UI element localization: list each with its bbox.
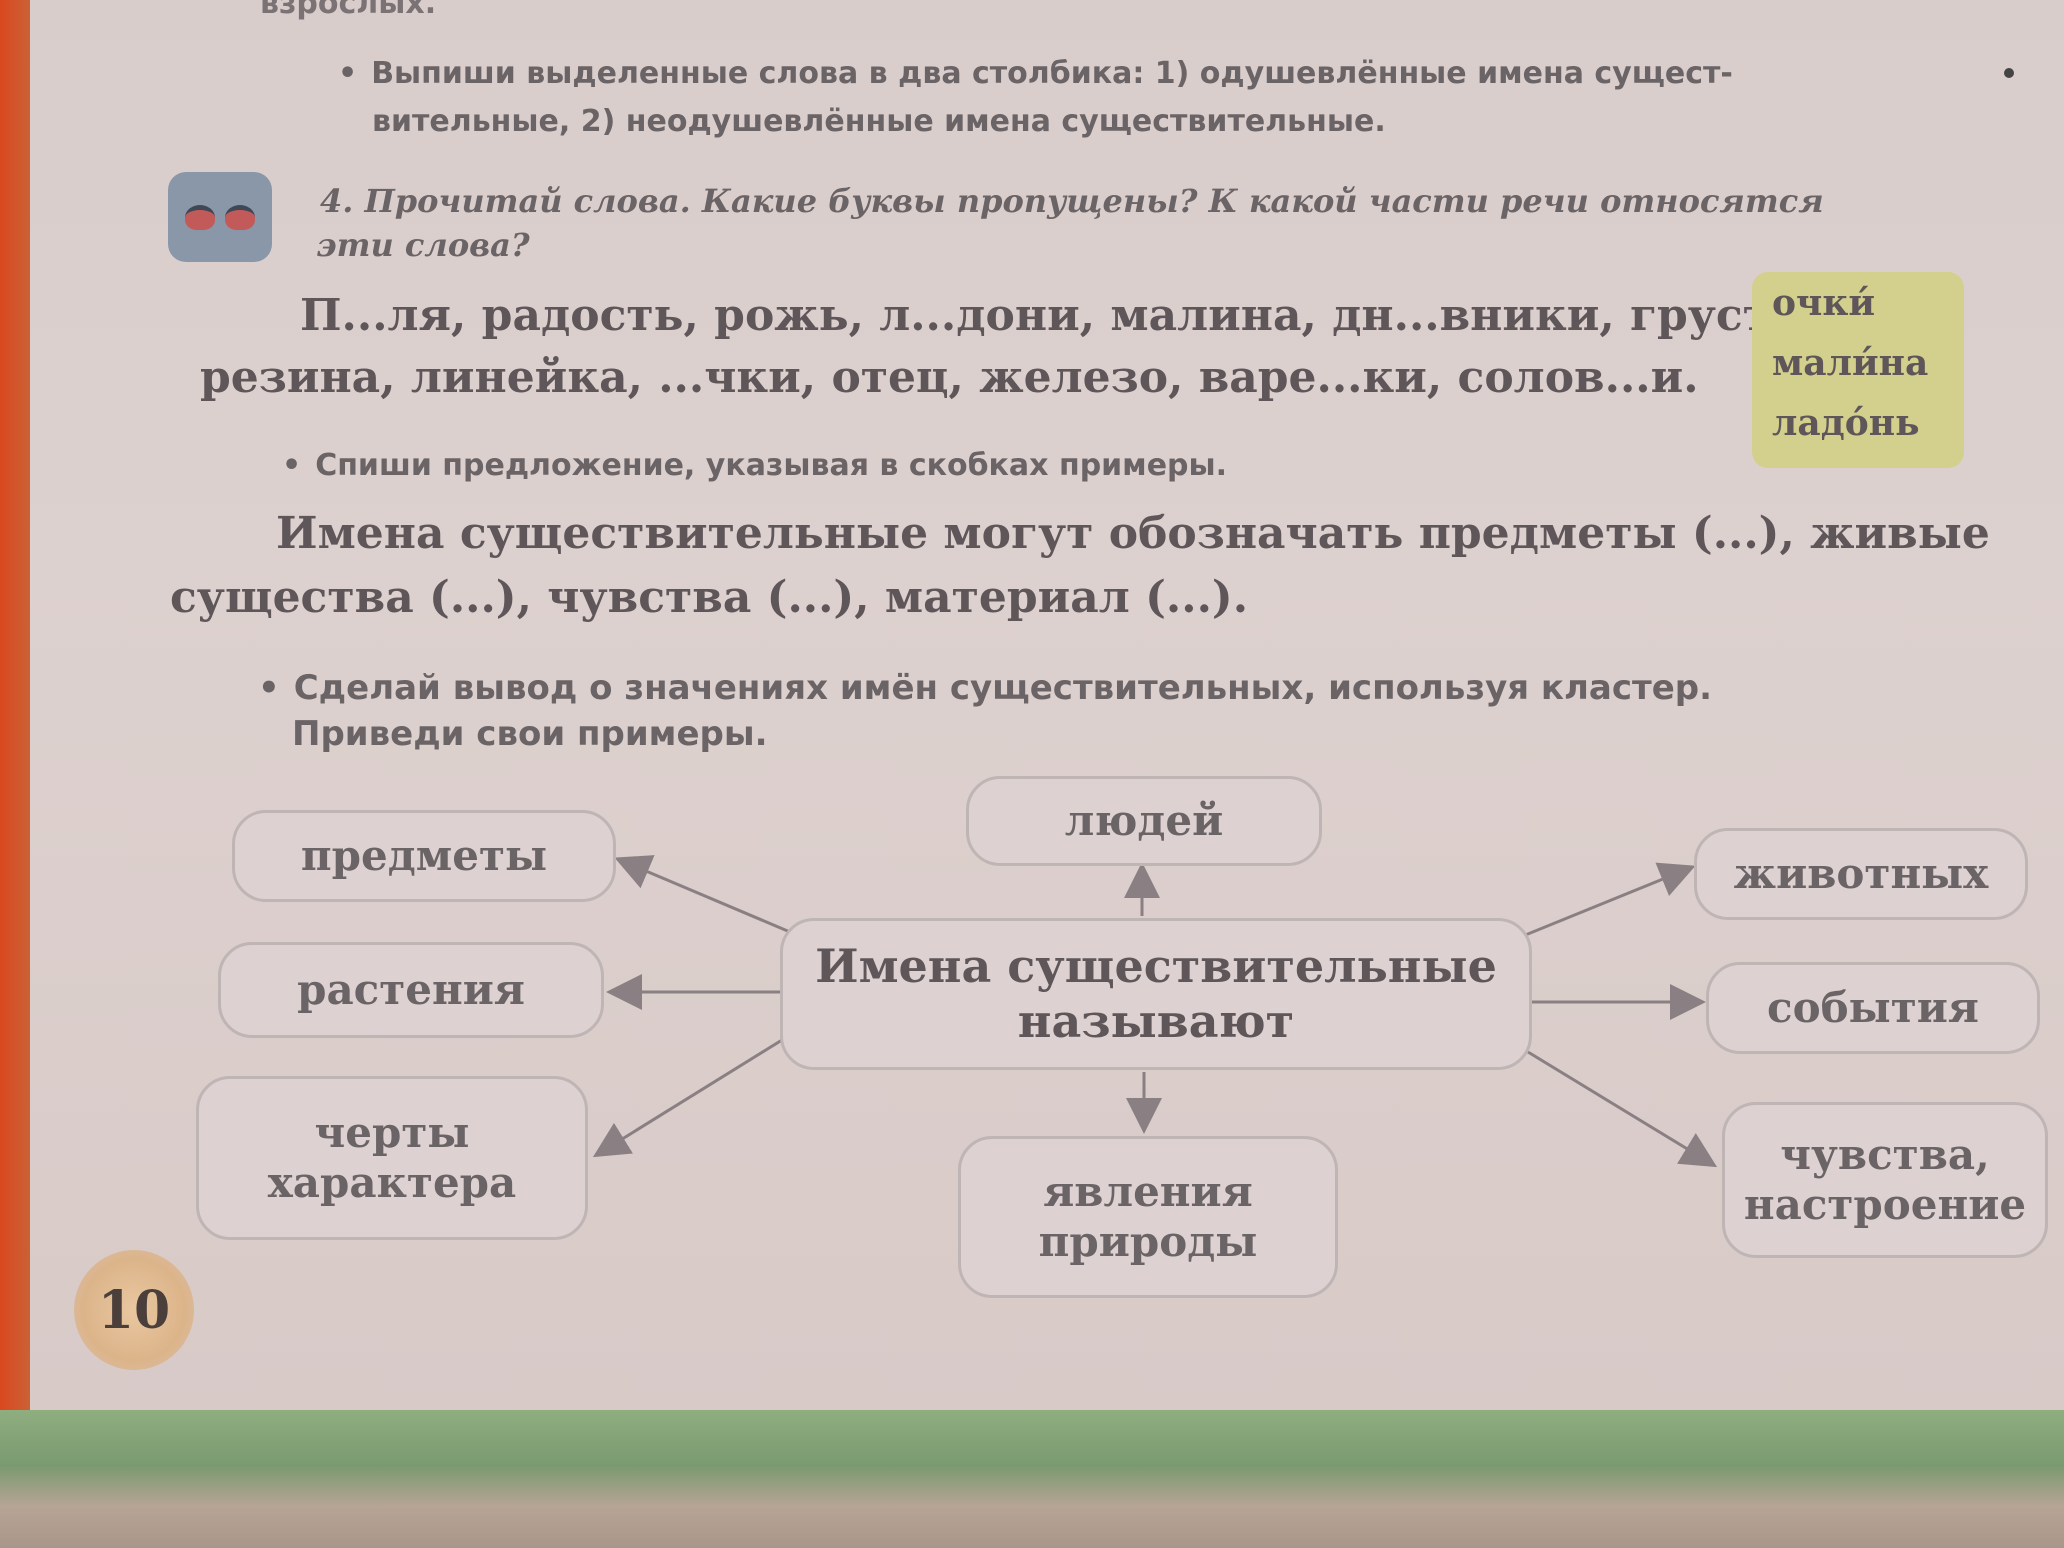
sentence-line-1: Имена существительные могут обозначать п… <box>276 508 1990 559</box>
top-fragment-text: взрослых. <box>260 0 437 21</box>
arrow-to-chuvstva <box>1527 1050 1718 1168</box>
task-4-line-1: 4. Прочитай слова. Какие буквы пропущены… <box>320 182 1824 220</box>
margin-dot <box>2004 68 2014 78</box>
node-sobytiya: события <box>1706 962 2040 1054</box>
node-chuvstva-nastroenie: чувства, настроение <box>1722 1102 2048 1258</box>
words-line-2: резина, линейка, ...чки, отец, железо, в… <box>200 352 1699 403</box>
page-bottom-edge <box>0 1410 2064 1548</box>
pair-work-icon <box>168 172 272 262</box>
bullet-3-line-1: Сделай вывод о значениях имён существите… <box>258 668 1712 708</box>
node-lyudei: людей <box>966 776 1322 866</box>
node-zhivotnykh: животных <box>1694 828 2028 920</box>
bullet-1-line-1: Выпиши выделенные слова в два столбика: … <box>338 56 1733 91</box>
arrow-to-zhivotnykh <box>1517 862 1696 940</box>
bullet-3-line-2: Приведи свои примеры. <box>292 714 768 754</box>
task-4-line-2: эти слова? <box>316 226 530 264</box>
page-number: 10 <box>74 1250 194 1370</box>
side-word-2: мали́на <box>1772 342 1929 384</box>
node-predmety: предметы <box>232 810 616 902</box>
sentence-line-2: существа (...), чувства (...), материал … <box>170 572 1249 623</box>
cluster-center-node: Имена существительные называют <box>780 918 1532 1070</box>
node-cherty-kharaktera: черты характера <box>196 1076 588 1240</box>
words-line-1: П...ля, радость, рожь, л...дони, малина,… <box>300 290 1816 341</box>
side-word-3: ладо́нь <box>1772 402 1920 444</box>
dictionary-words-box: очки́ мали́на ладо́нь <box>1752 272 1964 468</box>
bullet-2-text: Спиши предложение, указывая в скобках пр… <box>282 448 1227 483</box>
arrow-to-cherty <box>592 1038 783 1158</box>
bullet-1-line-2: вительные, 2) неодушевлённые имена сущес… <box>372 104 1386 139</box>
node-rasteniya: растения <box>218 942 604 1038</box>
side-word-1: очки́ <box>1772 282 1876 324</box>
arrow-to-predmety <box>614 855 791 934</box>
node-yavleniya-prirody: явления природы <box>958 1136 1338 1298</box>
